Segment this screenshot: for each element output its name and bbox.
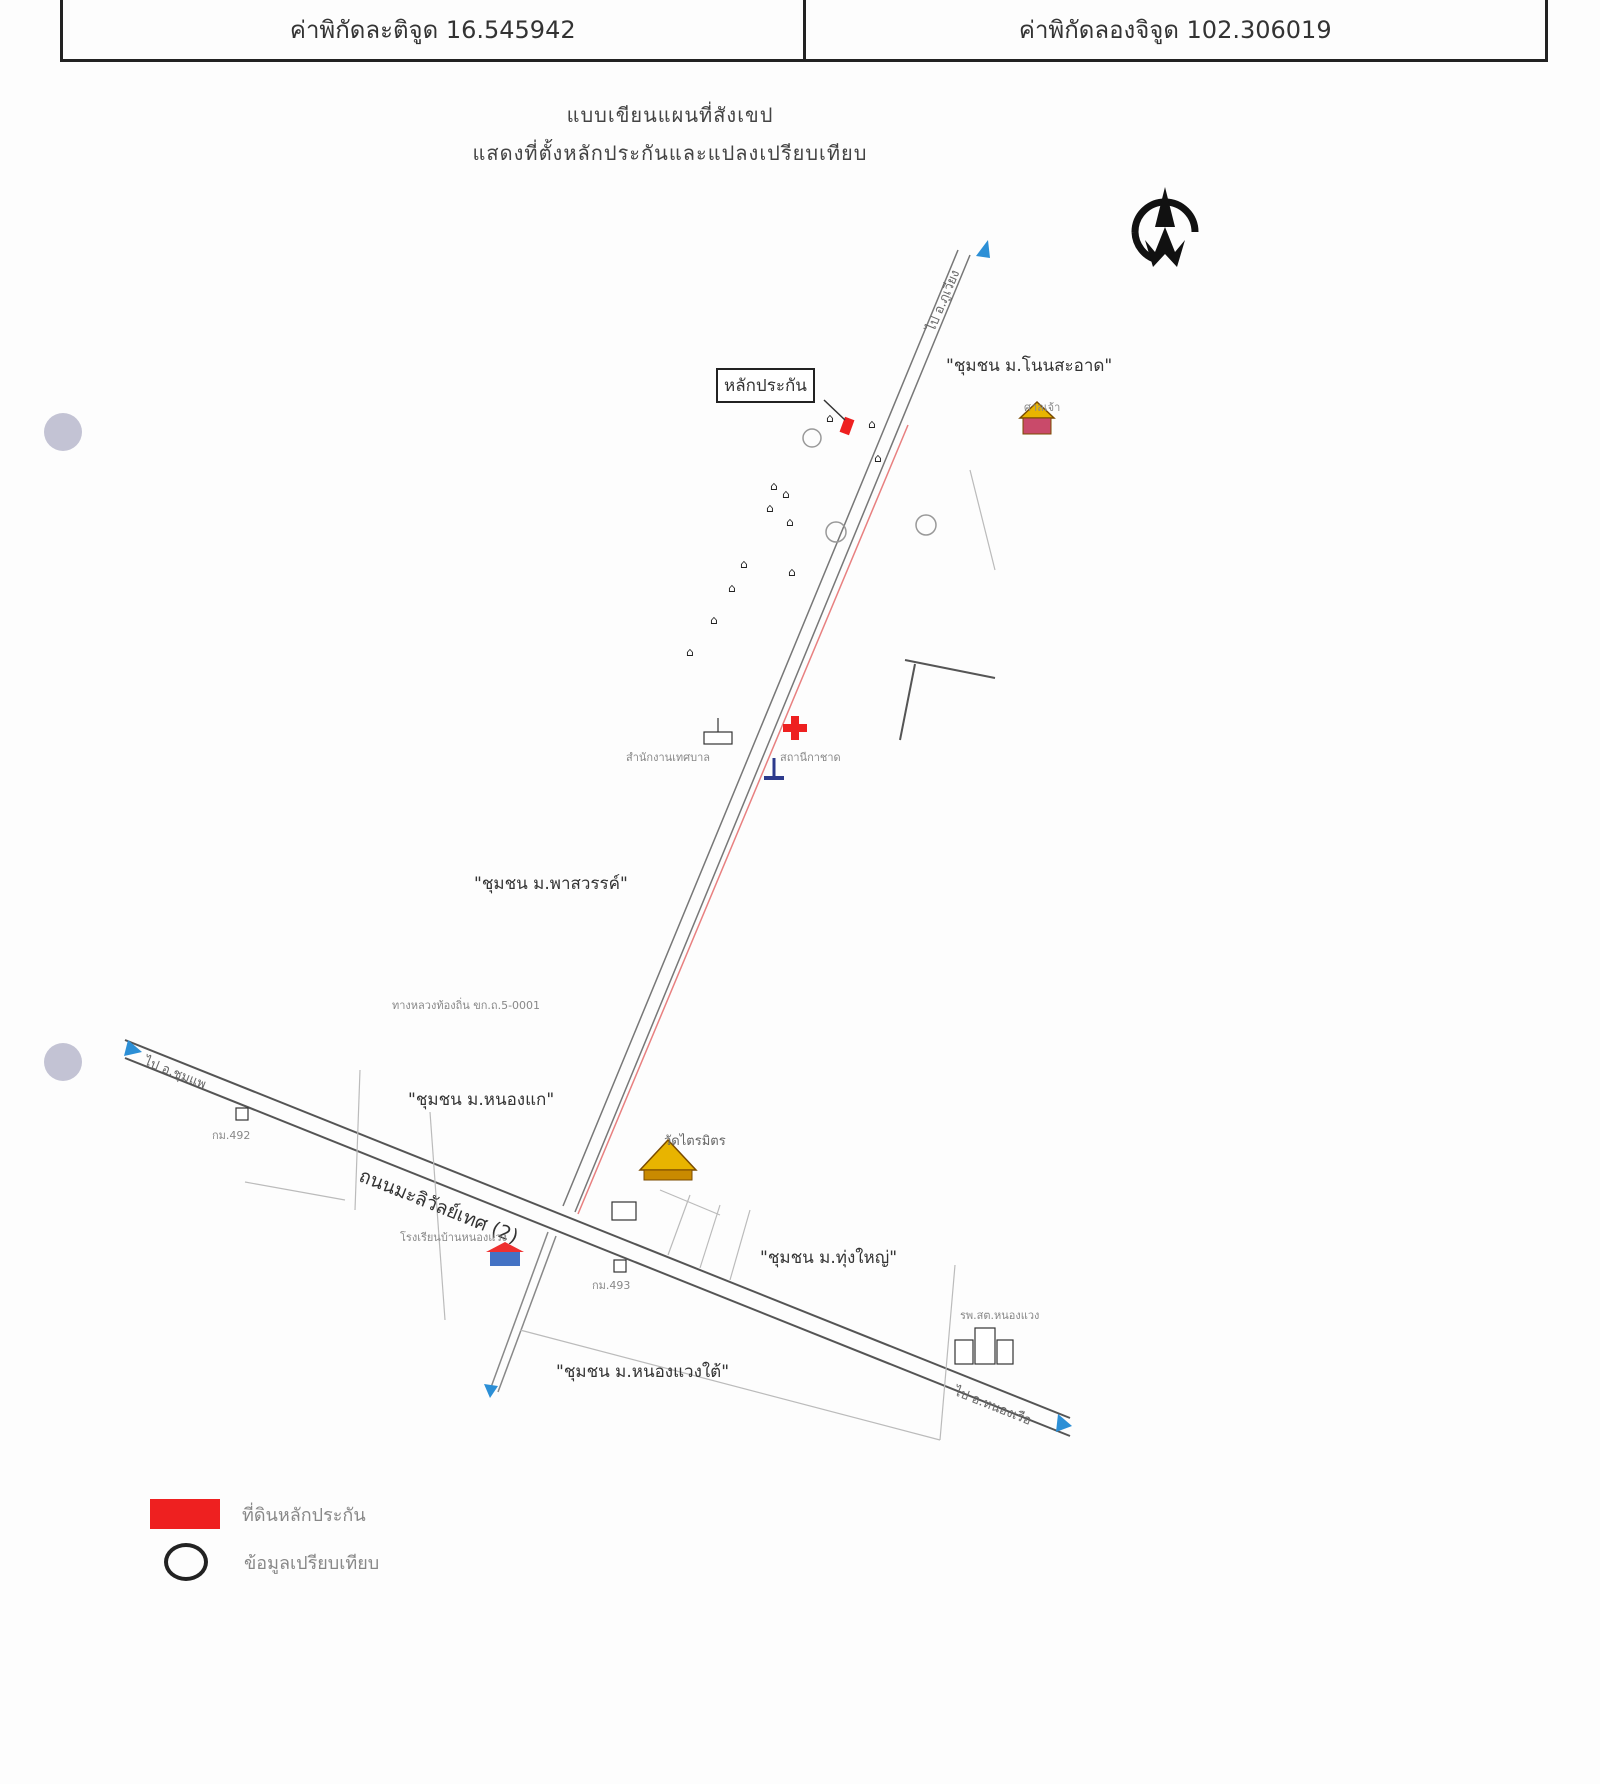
collateral-pointer <box>823 399 846 421</box>
south-road <box>489 1231 557 1393</box>
legend-collateral: ที่ดินหลักประกัน <box>150 1490 379 1538</box>
office-label: สำนักงานเทศบาล <box>626 751 711 764</box>
school-icon <box>486 1242 524 1266</box>
legend-comparison: ข้อมูลเปรียบเทียบ <box>150 1538 379 1586</box>
km-left-label: กม.492 <box>212 1129 251 1142</box>
km-right-label: กม.493 <box>592 1279 631 1292</box>
arrow-right-icon <box>1056 1414 1072 1432</box>
t-road <box>899 659 996 741</box>
legend-red-swatch <box>150 1499 220 1529</box>
svg-text:⌂: ⌂ <box>788 565 796 579</box>
shrine-label: ศาลเจ้า <box>1024 401 1061 414</box>
arrow-north-icon <box>976 240 990 258</box>
side-road-label: ทางหลวงท้องถิ่น ขก.ถ.5-0001 <box>392 999 541 1012</box>
svg-text:⌂: ⌂ <box>786 515 794 529</box>
arrow-left-icon <box>124 1040 142 1056</box>
binder-hole-top <box>44 413 82 451</box>
svg-text:⌂: ⌂ <box>826 411 834 425</box>
svg-text:⌂: ⌂ <box>782 487 790 501</box>
map-title: แบบเขียนแผนที่สังเขป แสดงที่ตั้งหลักประก… <box>420 96 920 172</box>
legend-comparison-label: ข้อมูลเปรียบเทียบ <box>244 1552 380 1574</box>
binder-hole-bottom <box>44 1043 82 1081</box>
community-northeast-label: "ชุมชน ม.โนนสะอาด" <box>946 356 1113 376</box>
coordinate-header: ค่าพิกัดละติจูด 16.545942 ค่าพิกัดลองจิจ… <box>60 0 1548 62</box>
temple-label: วัดไตรมิตร <box>664 1134 726 1149</box>
north-arrow-icon <box>1131 187 1199 267</box>
map-pin-icon <box>764 758 784 780</box>
svg-text:⌂: ⌂ <box>868 417 876 431</box>
svg-text:⌂: ⌂ <box>710 613 718 627</box>
shrine-icon <box>1018 400 1056 435</box>
community-southeast-label: "ชุมชน ม.ทุ่งใหญ่" <box>760 1248 898 1268</box>
map-title-line1: แบบเขียนแผนที่สังเขป <box>566 103 774 127</box>
legend-collateral-label: ที่ดินหลักประกัน <box>242 1504 366 1526</box>
svg-text:⌂: ⌂ <box>740 557 748 571</box>
school-label: โรงเรียนบ้านหนองแวง <box>400 1231 507 1244</box>
side-lanes <box>244 469 996 1441</box>
arrow-south-icon <box>484 1384 498 1398</box>
office-icon <box>611 1201 637 1221</box>
longitude-label: ค่าพิกัดลองจิจูด 102.306019 <box>802 0 1546 59</box>
red-cross-icon <box>783 716 807 740</box>
flag-building-icon <box>703 718 733 745</box>
house-markers: ⌂ ⌂ ⌂ ⌂ ⌂ ⌂ ⌂ ⌂ ⌂ ⌂ ⌂ ⌂ <box>686 411 882 659</box>
hospital-label: รพ.สต.หนองแวง <box>960 1309 1040 1322</box>
latitude-label: ค่าพิกัดละติจูด 16.545942 <box>289 16 576 44</box>
main-highway <box>124 1039 1071 1437</box>
collateral-marker <box>839 416 855 436</box>
comparison-points <box>802 428 937 543</box>
svg-text:⌂: ⌂ <box>728 581 736 595</box>
branch-road <box>562 249 971 1213</box>
community-west-label: "ชุมชน ม.พาสวรรค์" <box>474 874 628 894</box>
km-post-icon <box>235 1107 627 1273</box>
svg-text:⌂: ⌂ <box>686 645 694 659</box>
community-south-label: "ชุมชน ม.หนองแวงใต้" <box>556 1362 730 1382</box>
community-southwest-label: "ชุมชน ม.หนองแก" <box>408 1090 555 1110</box>
hospital-icon <box>954 1327 1014 1365</box>
svg-text:⌂: ⌂ <box>770 479 778 493</box>
temple-icon <box>638 1138 698 1181</box>
red-cross-label: สถานีกาชาด <box>780 751 841 764</box>
legend-circle-icon <box>164 1543 208 1581</box>
svg-text:⌂: ⌂ <box>874 451 882 465</box>
legend: ที่ดินหลักประกัน ข้อมูลเปรียบเทียบ <box>150 1490 379 1586</box>
svg-text:⌂: ⌂ <box>766 501 774 515</box>
map-title-line2: แสดงที่ตั้งหลักประกันและแปลงเปรียบเทียบ <box>472 141 868 165</box>
route-line <box>577 424 909 1215</box>
collateral-label: หลักประกัน <box>716 368 815 403</box>
